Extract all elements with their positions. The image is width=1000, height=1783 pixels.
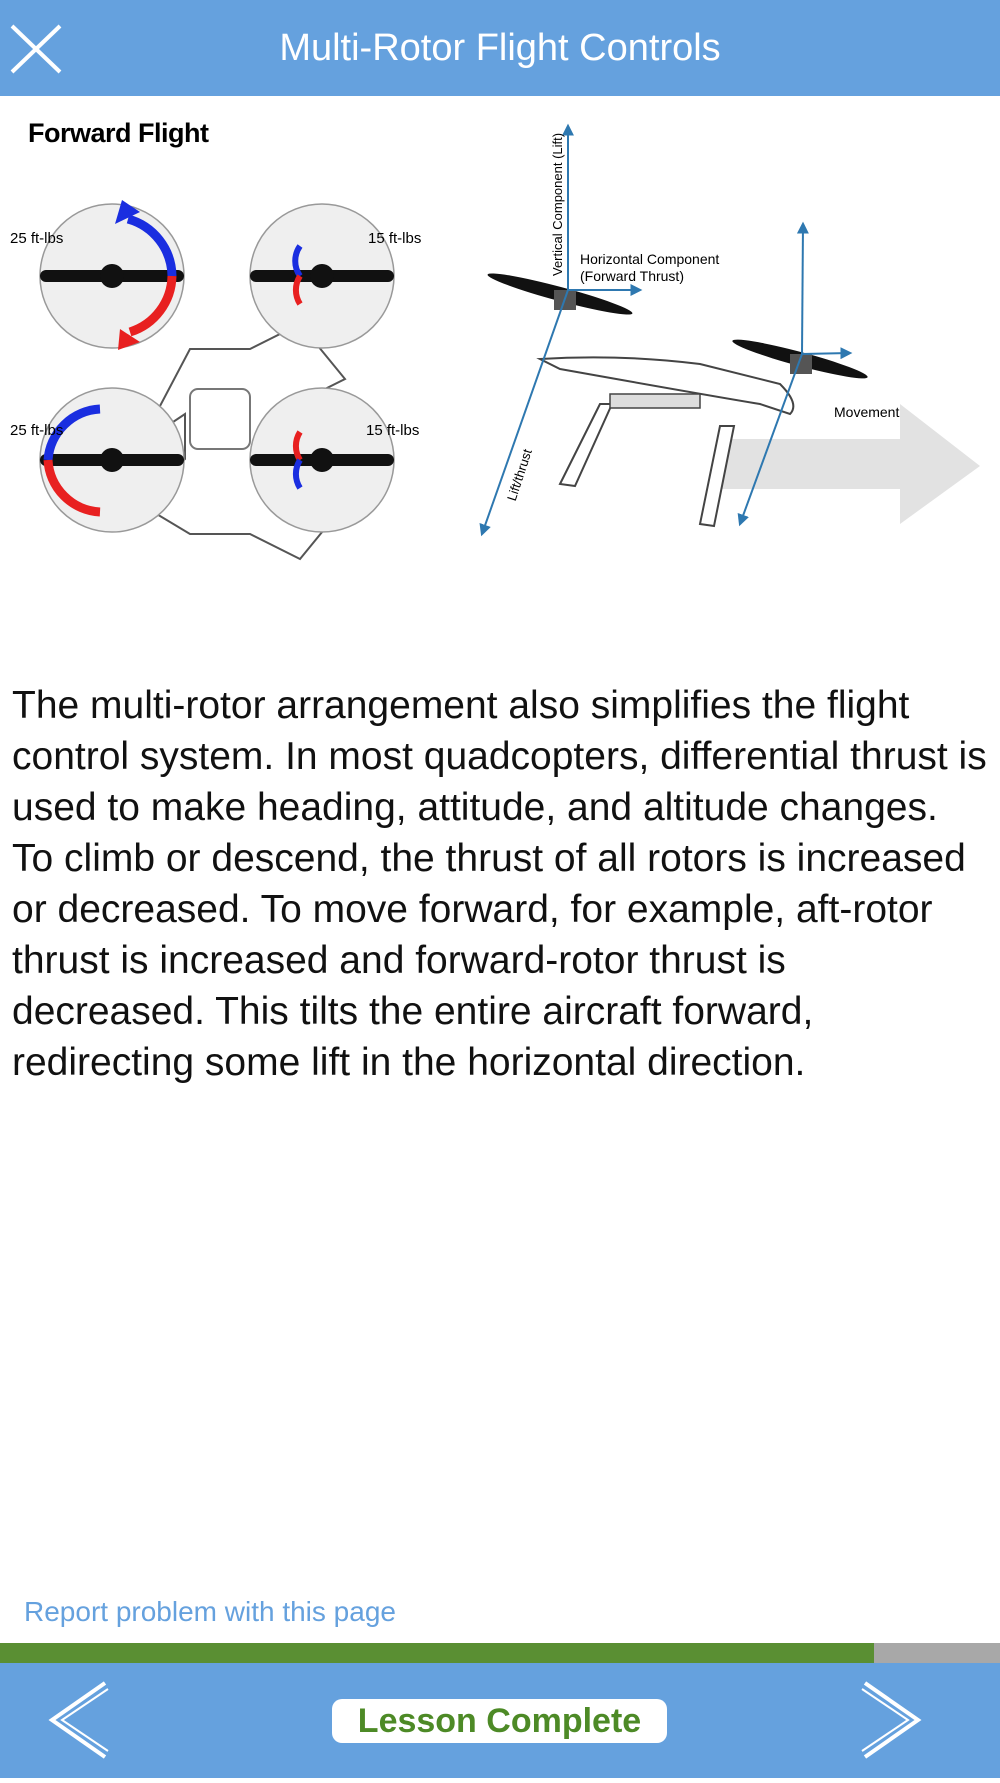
chevron-right-icon xyxy=(861,1681,922,1759)
figure-title: Forward Flight xyxy=(28,118,209,148)
forward-flight-figure: Forward Flight 25 ft-lbs 15 ft-lbs 25 ft… xyxy=(0,104,1000,624)
chevron-left-icon xyxy=(48,1681,109,1759)
close-icon xyxy=(10,24,62,74)
report-problem-link[interactable]: Report problem with this page xyxy=(24,1596,396,1627)
torque-label-rear-left: 25 ft-lbs xyxy=(10,422,64,439)
lesson-body-text: The multi-rotor arrangement also simplif… xyxy=(12,684,987,1084)
next-page-button[interactable] xyxy=(830,1663,940,1778)
torque-label-front-right: 15 ft-lbs xyxy=(368,230,422,247)
rotor-front-right xyxy=(249,203,395,349)
movement-label: Movement xyxy=(834,404,900,420)
footer-bar: Lesson Complete xyxy=(0,1663,1000,1778)
lesson-progress-bar xyxy=(0,1643,1000,1663)
figure-diagram xyxy=(39,123,980,561)
torque-label-front-left: 25 ft-lbs xyxy=(10,230,64,247)
lesson-progress-fill xyxy=(0,1643,874,1663)
rotor-front-left xyxy=(39,200,185,350)
side-view-drone xyxy=(487,273,980,528)
vertical-component-label: Vertical Component (Lift) xyxy=(550,132,565,276)
rotor-rear-right xyxy=(249,387,395,533)
rotor-rear-left xyxy=(39,387,185,533)
force-vectors xyxy=(479,123,853,537)
previous-page-button[interactable] xyxy=(30,1663,140,1778)
page-title: Multi-Rotor Flight Controls xyxy=(279,27,721,69)
lesson-complete-button[interactable]: Lesson Complete xyxy=(332,1699,667,1743)
header-bar: Multi-Rotor Flight Controls xyxy=(0,0,1000,96)
torque-label-rear-right: 15 ft-lbs xyxy=(366,422,420,439)
horizontal-component-label: Horizontal Component (Forward Thrust) xyxy=(580,251,720,284)
close-button[interactable] xyxy=(0,0,80,96)
